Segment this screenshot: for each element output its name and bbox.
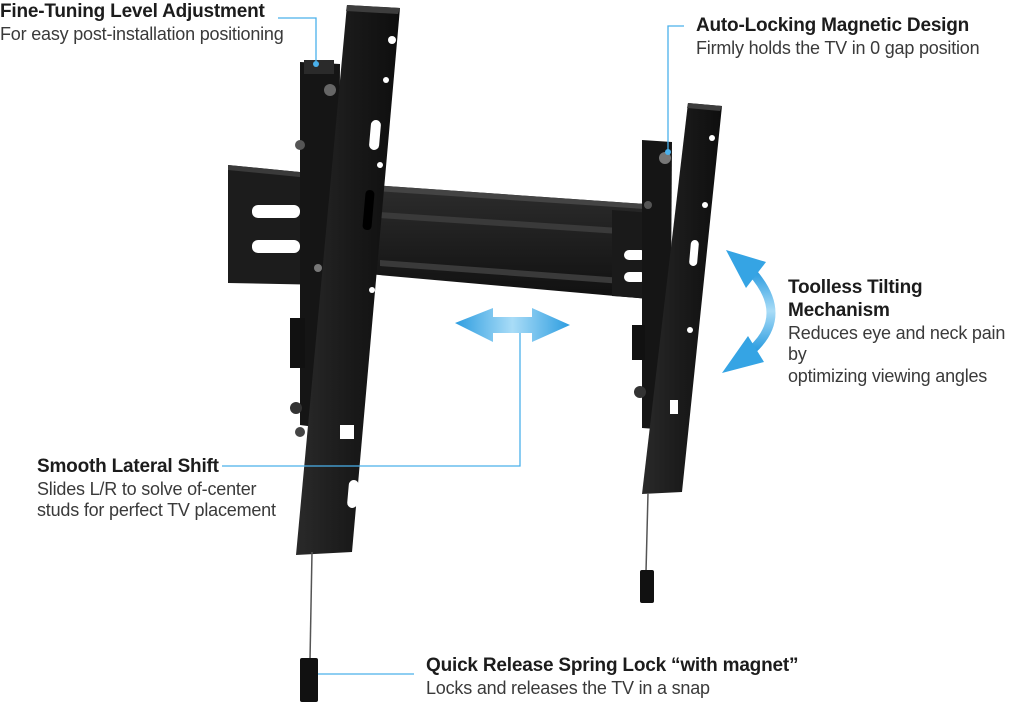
double-headed-horizontal-arrow-icon xyxy=(455,308,570,342)
double-headed-curved-arrow-icon xyxy=(722,250,776,373)
fine-tuning-callout: Fine-Tuning Level Adjustment For easy po… xyxy=(0,1,284,45)
auto-locking-title: Auto-Locking Magnetic Design xyxy=(696,15,970,36)
horizontal-rail xyxy=(300,180,660,300)
fine-tuning-title: Fine-Tuning Level Adjustment xyxy=(0,1,265,22)
quick-release-title: Quick Release Spring Lock “with magnet” xyxy=(426,655,799,676)
auto-locking-desc: Firmly holds the TV in 0 gap position xyxy=(696,37,980,58)
leader-lines xyxy=(222,17,684,675)
toolless-tilting-desc-line2: optimizing viewing angles xyxy=(788,365,988,386)
toolless-tilting-desc-line1: Reduces eye and neck pain by xyxy=(788,322,1006,365)
lateral-shift-title: Smooth Lateral Shift xyxy=(37,456,219,477)
auto-locking-leader xyxy=(667,25,684,150)
fine-tuning-desc: For easy post-installation positioning xyxy=(0,23,284,44)
lateral-shift-callout: Smooth Lateral Shift Slides L/R to solve… xyxy=(37,456,276,522)
fine-tuning-leader xyxy=(278,17,317,62)
left-vertical-bracket xyxy=(290,5,400,702)
lateral-shift-desc-line1: Slides L/R to solve of-center xyxy=(37,478,257,499)
right-vertical-bracket xyxy=(632,103,722,603)
auto-locking-callout: Auto-Locking Magnetic Design Firmly hold… xyxy=(696,15,980,59)
toolless-tilting-callout: Toolless Tilting Mechanism Reduces eye a… xyxy=(788,277,1024,387)
toolless-tilting-title: Toolless Tilting Mechanism xyxy=(788,277,923,321)
lateral-shift-desc-line2: studs for perfect TV placement xyxy=(37,500,276,521)
quick-release-desc: Locks and releases the TV in a snap xyxy=(426,677,710,698)
quick-release-callout: Quick Release Spring Lock “with magnet” … xyxy=(426,655,798,699)
lateral-shift-leader xyxy=(222,333,521,467)
